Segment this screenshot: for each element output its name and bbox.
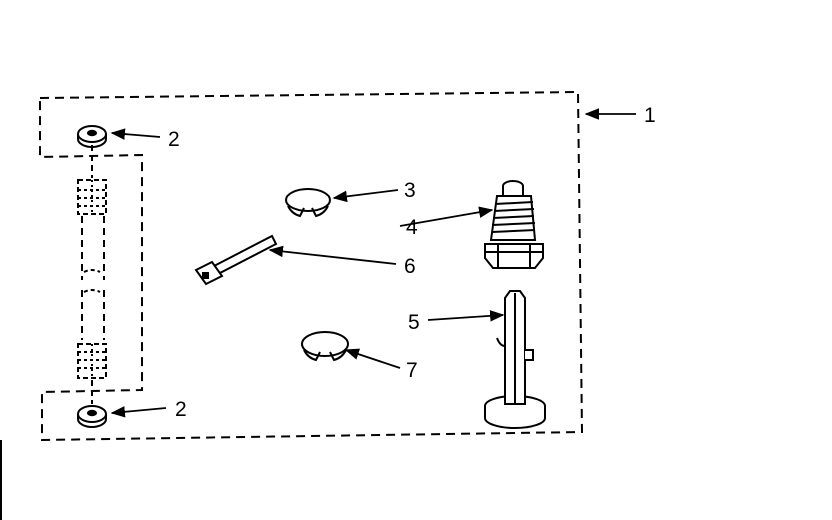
callout-5: 5 — [408, 311, 420, 334]
lower-coupling — [77, 343, 107, 379]
callout-7: 7 — [406, 359, 418, 382]
bottom-washer — [77, 405, 107, 428]
hose-clamp-small — [285, 188, 331, 218]
leader-2-bottom — [110, 406, 167, 418]
drain-hose-assembly — [77, 125, 107, 428]
hose-clamp-large — [301, 331, 349, 362]
leader-4 — [399, 206, 494, 227]
leader-2-top — [110, 128, 161, 140]
leader-5 — [427, 310, 505, 322]
callout-2-bottom: 2 — [175, 398, 187, 421]
threaded-fitting — [484, 180, 544, 269]
cable-tie — [194, 234, 278, 286]
top-washer — [77, 125, 107, 148]
leveling-leg — [484, 290, 546, 429]
leader-3 — [332, 189, 399, 203]
callout-1: 1 — [644, 104, 656, 127]
callout-4: 4 — [406, 216, 418, 239]
kit-boundary — [39, 90, 584, 442]
upper-coupling — [77, 179, 107, 215]
callout-3: 3 — [404, 179, 416, 202]
leader-7 — [344, 348, 401, 369]
callout-6: 6 — [404, 255, 416, 278]
leader-6 — [268, 245, 397, 265]
callout-2-top: 2 — [168, 128, 180, 151]
